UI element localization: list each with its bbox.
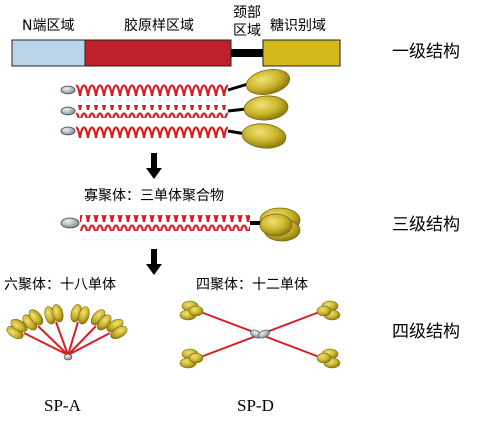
- sp-a-hexamer: [6, 304, 128, 361]
- trimer: [60, 207, 301, 242]
- carbohydrate-recognition-head: [243, 95, 289, 121]
- carbohydrate-recognition-head: [259, 213, 293, 237]
- domain-bar: [11, 39, 341, 67]
- collagen-stalk: [37, 325, 69, 356]
- crd-label: 糖识别域: [270, 18, 326, 34]
- collagen-stalk: [67, 321, 79, 356]
- n-terminal-core: [63, 353, 73, 361]
- collagen-stalk: [55, 321, 69, 356]
- neck-link: [227, 82, 249, 92]
- carbohydrate-recognition-head: [70, 304, 90, 325]
- primary-structure-label: 一级结构: [392, 42, 460, 62]
- collagen-helix: [80, 215, 250, 231]
- n-terminal-cap: [60, 217, 80, 229]
- n-terminal-label: N端区域: [22, 18, 75, 34]
- carbohydrate-recognition-head: [22, 309, 44, 331]
- collagen-label: 胶原样区域: [124, 18, 194, 34]
- carbohydrate-recognition-head: [106, 318, 128, 340]
- monomer: [60, 95, 289, 121]
- carbohydrate-recognition-head: [90, 309, 112, 331]
- carbohydrate-recognition-head: [179, 348, 204, 369]
- collagen-helix: [76, 125, 228, 138]
- collagen-stalk: [67, 332, 111, 356]
- neck-link: [227, 107, 247, 113]
- carbohydrate-recognition-head: [316, 348, 341, 369]
- n-terminal-domain: [11, 39, 86, 67]
- down-arrow-icon: [146, 153, 162, 179]
- collagen-stalk: [67, 325, 97, 356]
- carbohydrate-recognition-head: [241, 123, 287, 149]
- oligomer-caption: 寡聚体：三单体聚合物: [84, 188, 224, 204]
- carbohydrate-recognition-head: [44, 304, 64, 325]
- carbohydrate-recognition-head: [245, 69, 291, 95]
- sp-a-label: SP-A: [44, 396, 81, 415]
- carbohydrate-recognition-head: [179, 300, 204, 321]
- monomer: [60, 123, 287, 149]
- collagen-domain: [84, 39, 232, 67]
- collagen-helix: [76, 84, 228, 97]
- crd-domain: [262, 39, 341, 67]
- n-terminal-cap: [60, 85, 76, 95]
- carbohydrate-recognition-head: [6, 318, 28, 340]
- n-terminal-cap: [60, 126, 76, 136]
- tetramer-caption: 四聚体：十二单体: [196, 277, 308, 293]
- neck-label-line2: 区域: [233, 23, 261, 39]
- hexamer-caption: 六聚体：十八单体: [4, 277, 116, 293]
- neck-domain: [231, 49, 263, 57]
- down-arrow-icon: [146, 249, 162, 275]
- monomer: [60, 69, 291, 97]
- n-terminal-core: [250, 329, 270, 339]
- sp-d-tetramer: [179, 300, 341, 369]
- quaternary-structure-label: 四级结构: [392, 322, 460, 342]
- neck-label-line1: 颈部: [233, 5, 261, 21]
- monomer-group: [60, 69, 291, 149]
- tertiary-structure-label: 三级结构: [392, 215, 460, 235]
- sp-d-label: SP-D: [237, 396, 274, 415]
- carbohydrate-recognition-head: [316, 300, 341, 321]
- collagen-stalk: [23, 332, 69, 356]
- collagen-helix: [76, 105, 228, 118]
- n-terminal-cap: [60, 106, 76, 116]
